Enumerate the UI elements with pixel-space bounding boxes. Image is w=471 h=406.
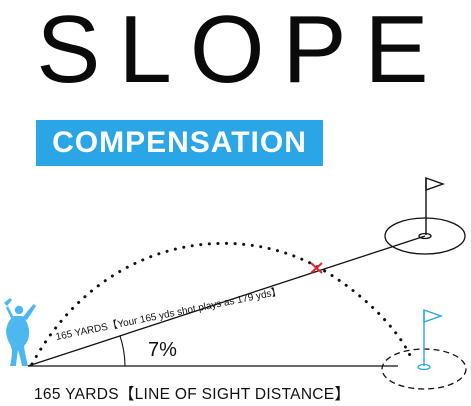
- slope-angle-label: 7%: [148, 339, 177, 361]
- ball-trajectory: [30, 241, 414, 366]
- level-flag-icon: [423, 309, 444, 366]
- slope-line: [27, 235, 426, 367]
- compensation-banner: COMPENSATION: [36, 120, 323, 166]
- golfer-icon: [4, 298, 36, 366]
- slope-title: SLOPE: [36, 0, 447, 103]
- compensation-label: COMPENSATION: [52, 126, 307, 159]
- elevated-hole: [418, 232, 432, 240]
- elevated-flag-icon: [425, 177, 446, 235]
- angle-arc: [119, 335, 126, 367]
- line-of-sight-label: 165 YARDS【LINE OF SIGHT DISTANCE】: [34, 386, 351, 403]
- landing-mark-icon: [310, 262, 323, 274]
- elevated-green: [384, 217, 466, 255]
